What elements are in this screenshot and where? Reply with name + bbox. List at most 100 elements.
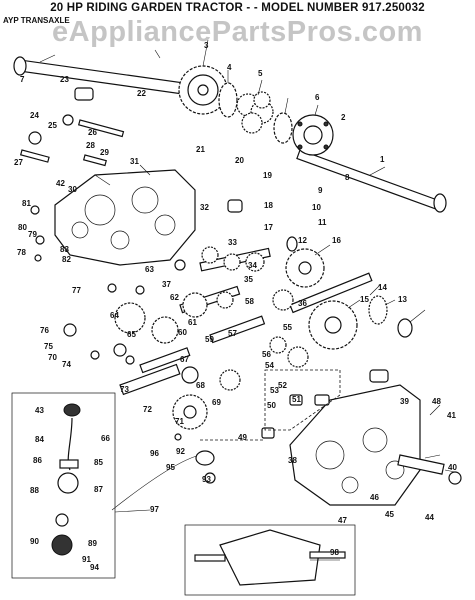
assembled-transaxle — [184, 524, 356, 596]
callout-85: 85 — [94, 458, 103, 467]
callout-30: 30 — [68, 185, 77, 194]
callout-94: 94 — [90, 563, 99, 572]
callout-43: 43 — [35, 406, 44, 415]
diagram-subtitle: AYP TRANSAXLE — [3, 16, 70, 25]
callout-88: 88 — [30, 486, 39, 495]
callout-14: 14 — [378, 283, 387, 292]
callout-4-top: 4 — [227, 63, 232, 72]
watermark: eAppliancePartsPros.com — [52, 16, 423, 48]
callout-2: 2 — [341, 113, 346, 122]
callout-97: 97 — [150, 505, 159, 514]
callout-70-a: 70 — [48, 353, 57, 362]
callout-74: 74 — [62, 360, 71, 369]
callout-81: 81 — [22, 199, 31, 208]
callout-60: 60 — [178, 328, 187, 337]
callout-36: 36 — [298, 299, 307, 308]
callout-72: 72 — [143, 405, 152, 414]
callout-38: 38 — [288, 456, 297, 465]
bushings — [227, 199, 389, 439]
callout-79: 79 — [28, 230, 37, 239]
washers-left — [63, 259, 186, 365]
callout-92: 92 — [176, 447, 185, 456]
callout-42: 42 — [56, 179, 65, 188]
callout-68: 68 — [196, 381, 205, 390]
callout-55: 55 — [283, 323, 292, 332]
callout-45: 45 — [385, 510, 394, 519]
gear-15 — [308, 300, 358, 350]
callout-54: 54 — [265, 361, 274, 370]
callout-71: 71 — [175, 417, 184, 426]
gear-71 — [172, 394, 208, 430]
gears-middle — [114, 246, 309, 391]
callout-33: 33 — [228, 238, 237, 247]
callout-25: 25 — [48, 121, 57, 130]
callout-51: 51 — [292, 395, 301, 404]
callout-8: 8 — [345, 173, 350, 182]
axle-right-end — [397, 454, 462, 485]
left-small-parts — [19, 87, 125, 167]
callout-5: 5 — [258, 69, 263, 78]
callout-47: 47 — [338, 516, 347, 525]
callout-6: 6 — [315, 93, 320, 102]
callout-20: 20 — [235, 156, 244, 165]
callout-44: 44 — [425, 513, 434, 522]
callout-34: 34 — [248, 261, 257, 270]
callout-93: 93 — [202, 475, 211, 484]
callout-11: 11 — [318, 218, 327, 227]
callout-96: 96 — [150, 449, 159, 458]
gearcase-left — [54, 169, 196, 266]
callout-16: 16 — [332, 236, 341, 245]
callout-76: 76 — [40, 326, 49, 335]
callout-35: 35 — [244, 275, 253, 284]
callout-69: 69 — [212, 398, 221, 407]
callout-53: 53 — [270, 386, 279, 395]
diagram-title: 20 HP RIDING GARDEN TRACTOR - - MODEL NU… — [50, 2, 425, 14]
bearing-12 — [286, 236, 413, 338]
callout-1: 1 — [380, 155, 385, 164]
gear-large-top — [178, 65, 228, 115]
callout-67: 67 — [180, 355, 189, 364]
callout-21: 21 — [196, 145, 205, 154]
callout-41: 41 — [447, 411, 456, 420]
callout-98: 98 — [330, 548, 339, 557]
differential-flange — [292, 114, 334, 156]
callout-27: 27 — [14, 158, 23, 167]
callout-50: 50 — [267, 401, 276, 410]
callout-23: 23 — [60, 75, 69, 84]
callout-31: 31 — [130, 157, 139, 166]
callout-9: 9 — [318, 186, 323, 195]
callout-58: 58 — [245, 297, 254, 306]
small-items-lower — [174, 433, 216, 484]
callout-32: 32 — [200, 203, 209, 212]
callout-57: 57 — [228, 329, 237, 338]
callout-37: 37 — [162, 280, 171, 289]
callout-10: 10 — [312, 203, 321, 212]
callout-66: 66 — [101, 434, 110, 443]
leader-lines — [39, 39, 456, 561]
small-fasteners — [30, 205, 45, 262]
callout-73: 73 — [120, 385, 129, 394]
callout-86: 86 — [33, 456, 42, 465]
gear-13 — [368, 295, 388, 325]
callout-78: 78 — [17, 248, 26, 257]
callout-77: 77 — [72, 286, 81, 295]
gear-16 — [285, 248, 325, 288]
callout-39: 39 — [400, 397, 409, 406]
callout-7-left: 7 — [20, 75, 25, 84]
callout-52: 52 — [278, 381, 287, 390]
callout-13: 13 — [398, 295, 407, 304]
callout-18: 18 — [264, 201, 273, 210]
callout-63: 63 — [145, 265, 154, 274]
callout-19: 19 — [263, 171, 272, 180]
callout-48-right: 48 — [432, 397, 441, 406]
shift-lever-assembly — [11, 392, 116, 579]
gear-cluster — [236, 91, 274, 134]
gear-top-small — [218, 82, 238, 118]
callout-83: 83 — [60, 245, 69, 254]
callout-40: 40 — [448, 463, 457, 472]
callout-24: 24 — [30, 111, 39, 120]
callout-95: 95 — [166, 463, 175, 472]
callout-26: 26 — [88, 128, 97, 137]
